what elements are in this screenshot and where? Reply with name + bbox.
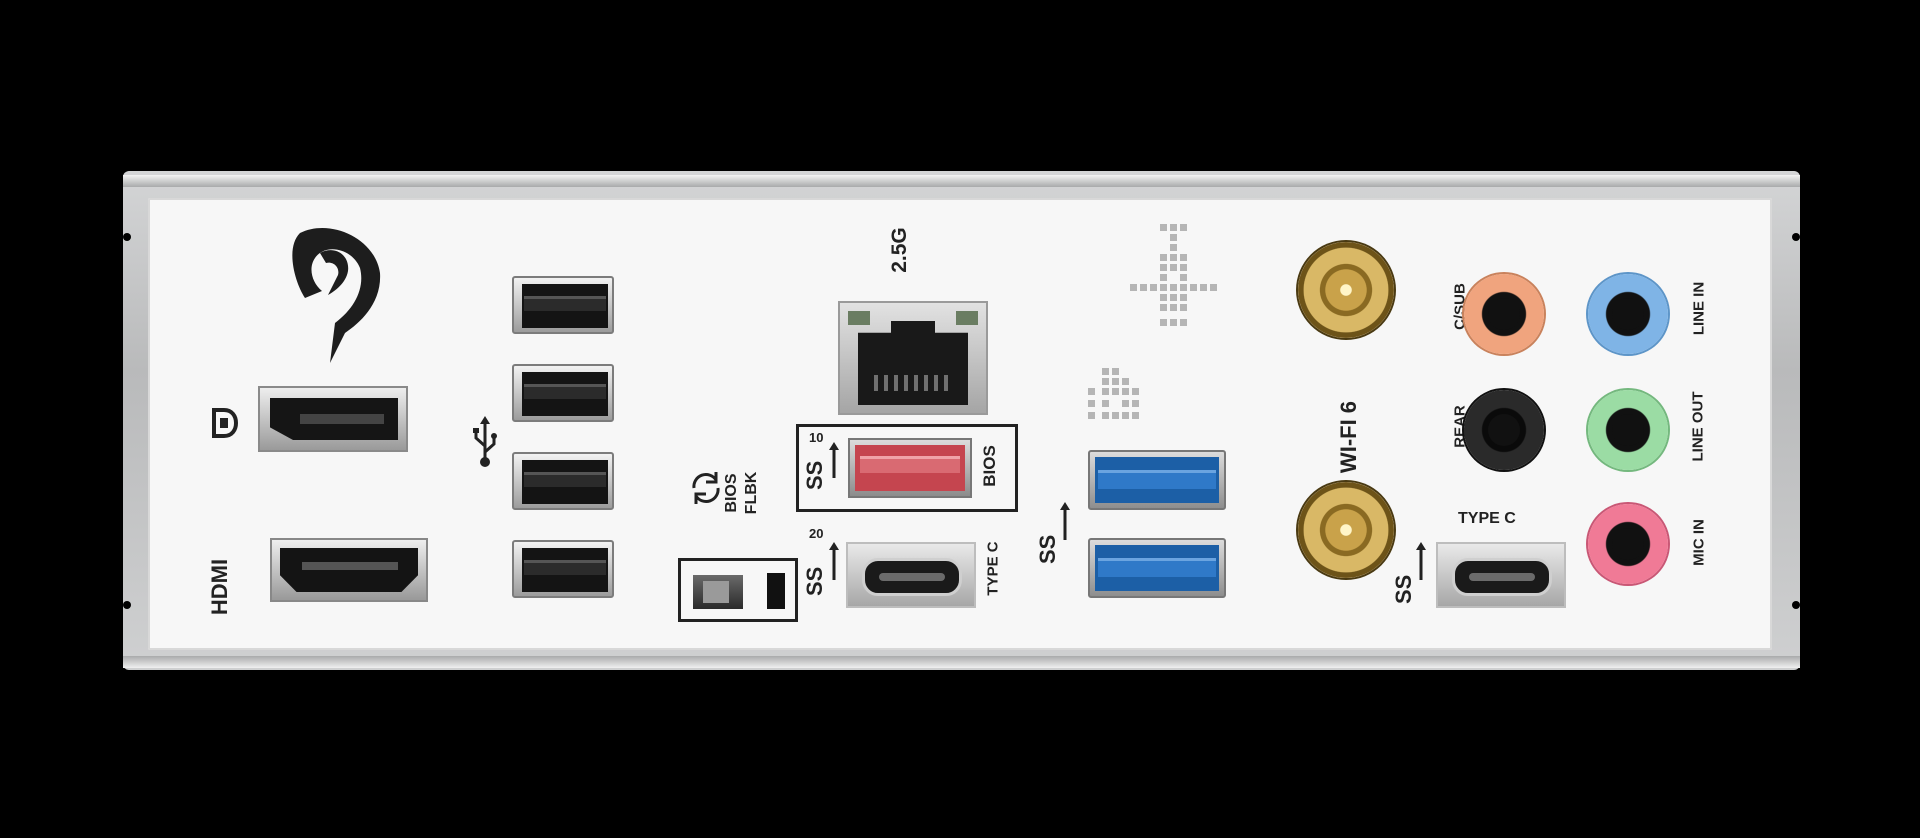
usb20-superscript: 20 — [809, 526, 824, 541]
network-speed-label: 2.5G — [888, 227, 911, 273]
usb-a-port[interactable] — [512, 540, 614, 598]
usb10-superscript: 10 — [809, 430, 824, 445]
svg-text:SS: SS — [1038, 535, 1060, 564]
displayport-port[interactable] — [258, 386, 408, 452]
shield-top-lip — [123, 175, 1800, 187]
type-c-label-left: TYPE C — [984, 541, 1002, 596]
usb-c-port[interactable] — [1436, 542, 1566, 608]
line-out-label: LINE OUT — [1689, 391, 1707, 462]
audio-jack-csub[interactable] — [1464, 274, 1544, 354]
pixel-cross-decoration — [1130, 224, 1230, 334]
shield-bottom-lip — [123, 656, 1800, 668]
ethernet-led — [956, 311, 978, 325]
bios-flashback-led — [767, 573, 785, 609]
line-in-label: LINE IN — [1690, 281, 1708, 336]
type-c-label-right: TYPE C — [1458, 510, 1516, 527]
usb-c-port[interactable] — [846, 542, 976, 608]
hdmi-label: HDMI — [207, 558, 232, 616]
wifi-antenna-connector[interactable] — [1298, 482, 1394, 578]
superspeed-usb-icon: SS — [804, 542, 839, 596]
usb3-port[interactable] — [1088, 450, 1226, 510]
usb-a-port[interactable] — [512, 452, 614, 510]
audio-jack-mic-in[interactable] — [1588, 504, 1668, 584]
wifi-label: WI-FI 6 — [1336, 400, 1361, 474]
shield-notch — [123, 601, 131, 609]
io-shield: HDMI BIOS FLBK — [123, 171, 1800, 670]
pixel-block-decoration — [1088, 368, 1144, 432]
ethernet-led — [848, 311, 870, 325]
shield-notch — [1792, 233, 1800, 241]
flashback-refresh-icon — [692, 472, 720, 504]
svg-text:SS: SS — [1394, 575, 1416, 604]
wifi-antenna-connector[interactable] — [1298, 242, 1394, 338]
mic-in-label: MIC IN — [1690, 519, 1708, 566]
hdmi-port[interactable] — [270, 538, 428, 602]
svg-text:SS: SS — [804, 567, 827, 596]
usb-a-port[interactable] — [512, 276, 614, 334]
usb-a-port[interactable] — [512, 364, 614, 422]
audio-jack-rear[interactable] — [1464, 390, 1544, 470]
bios-usb-port[interactable] — [848, 438, 972, 498]
bios-usb-label: BIOS — [980, 445, 999, 487]
usb-icon — [473, 416, 497, 467]
bios-flbk-label-line1: BIOS — [723, 473, 740, 513]
superspeed-usb-icon: SS — [804, 442, 839, 490]
shield-notch — [1792, 601, 1800, 609]
shield-notch — [123, 233, 131, 241]
rog-logo-icon — [292, 227, 381, 363]
usb3-port[interactable] — [1088, 538, 1226, 598]
displayport-icon — [212, 408, 239, 438]
ethernet-port[interactable] — [838, 301, 988, 415]
bios-usb-frame — [796, 424, 1018, 512]
audio-jack-line-out[interactable] — [1588, 390, 1668, 470]
bios-flbk-label-line2: FLBK — [743, 471, 760, 515]
bios-flashback-button[interactable] — [693, 575, 743, 609]
io-face: HDMI BIOS FLBK — [148, 198, 1772, 650]
bios-flashback-button-frame — [678, 558, 798, 622]
svg-text:SS: SS — [804, 461, 827, 490]
superspeed-usb-icon: SS — [1038, 502, 1070, 564]
superspeed-usb-icon: SS — [1394, 542, 1426, 604]
audio-jack-line-in[interactable] — [1588, 274, 1668, 354]
